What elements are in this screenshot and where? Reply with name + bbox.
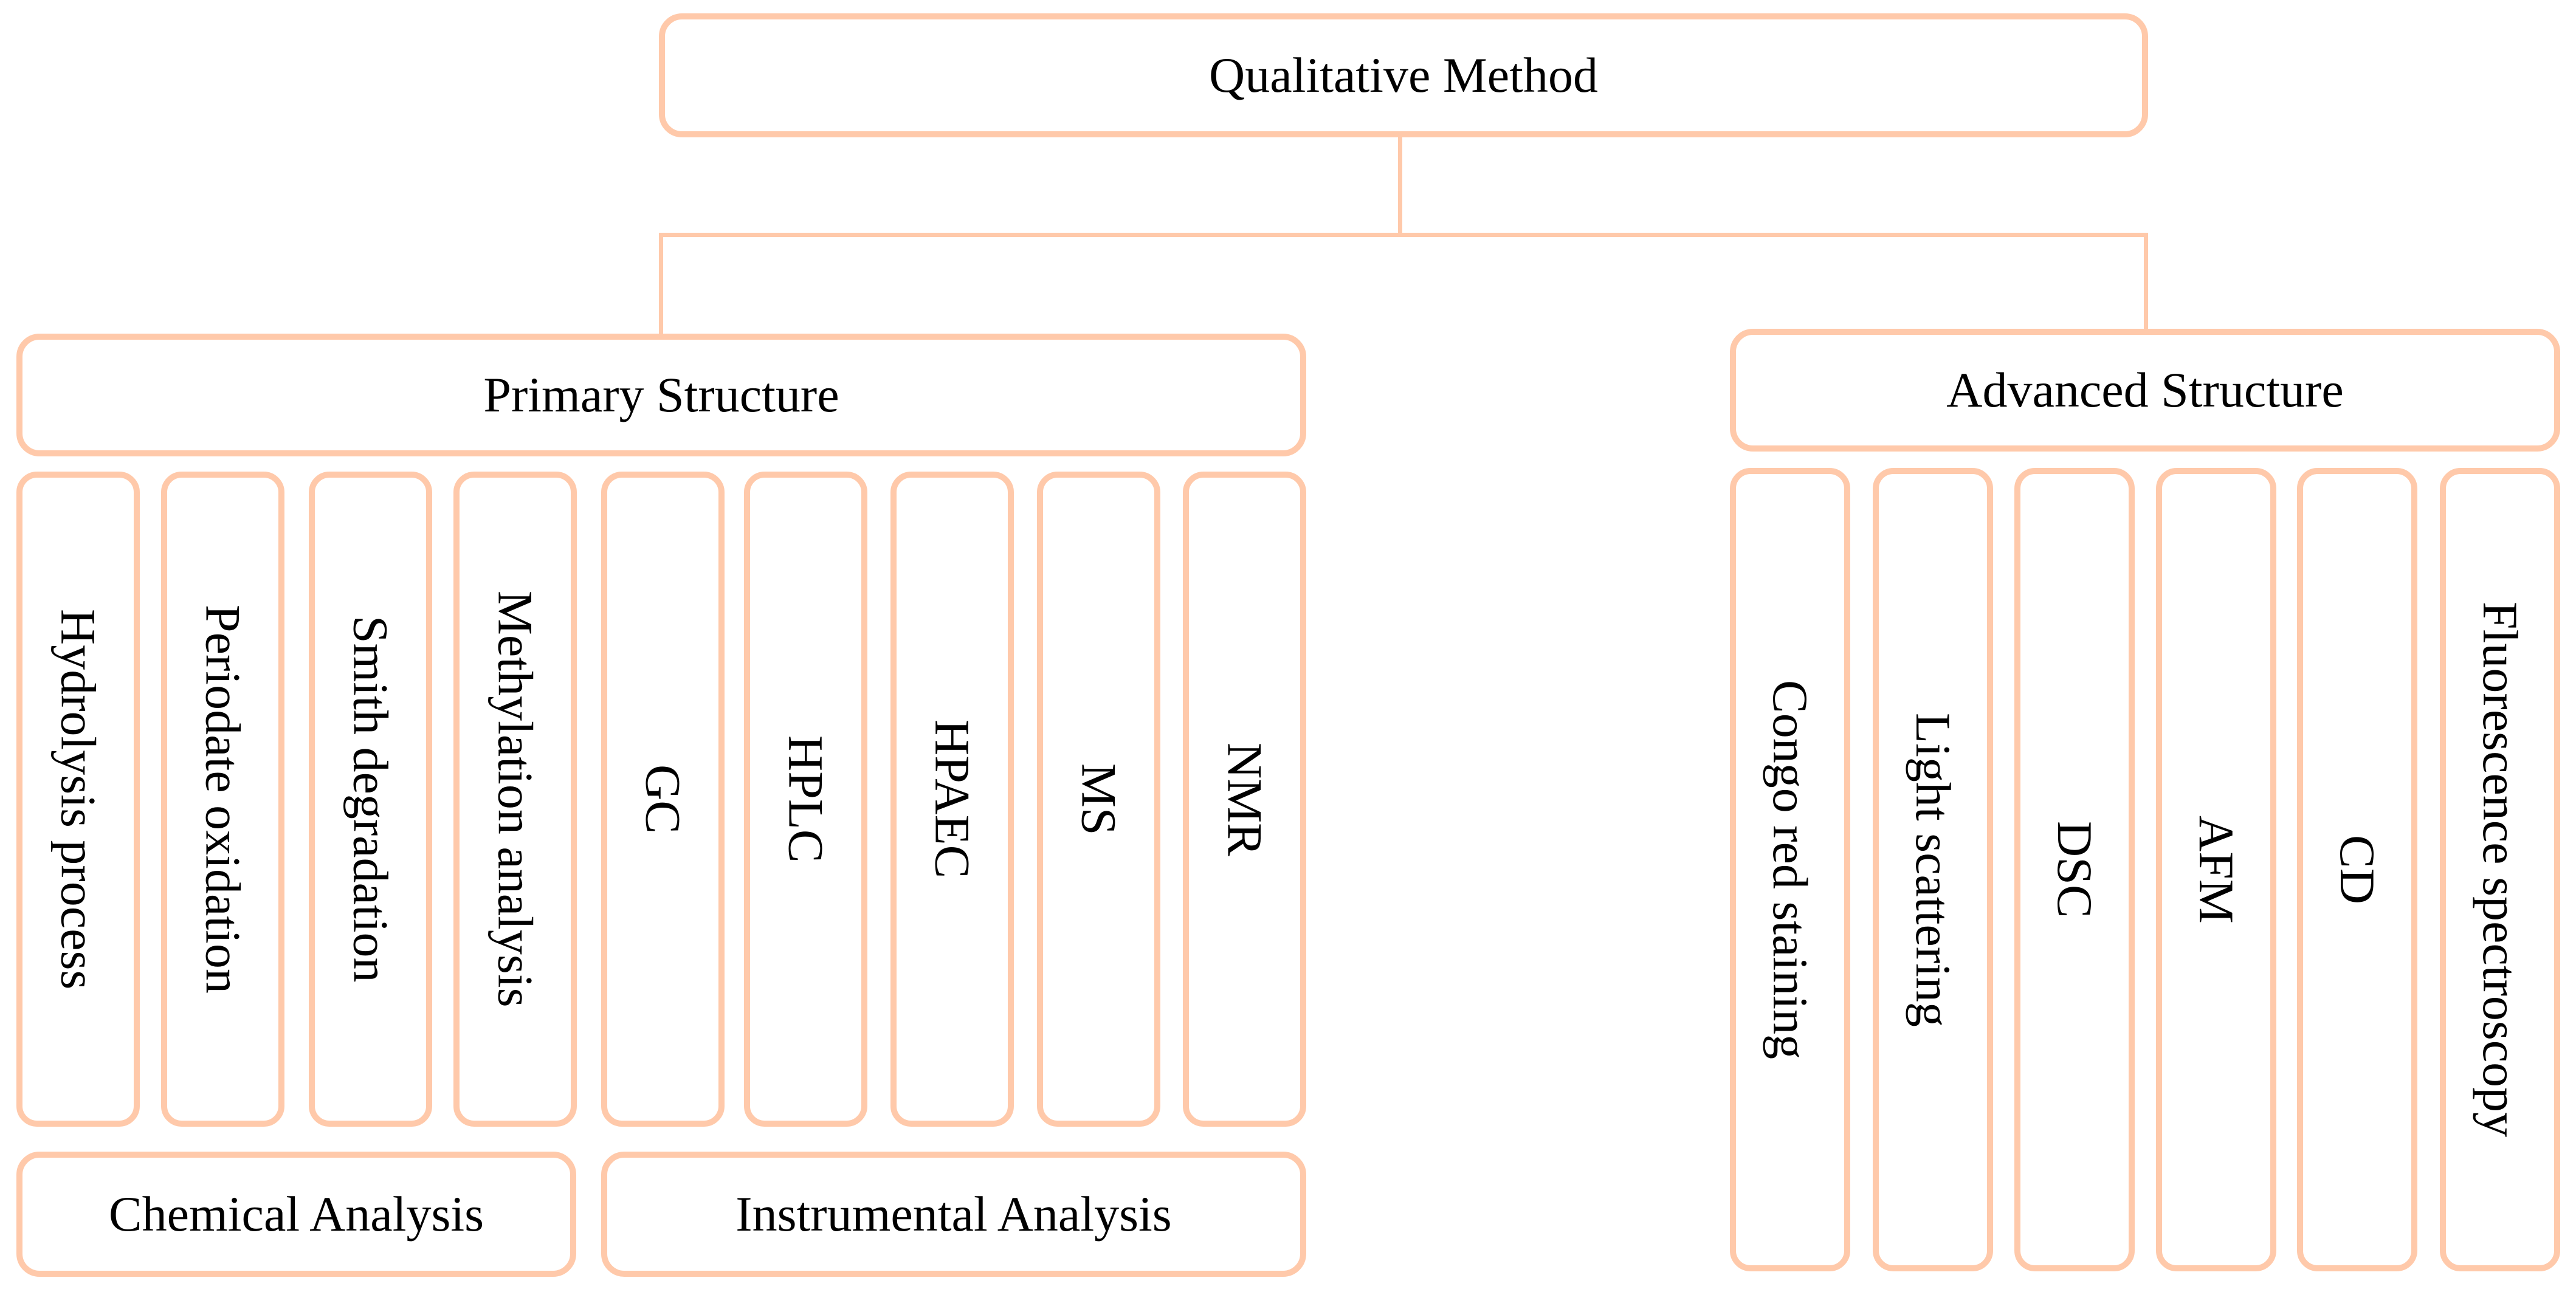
primary-structure-node: Primary Structure: [16, 334, 1306, 456]
method-node: Hydrolysis process: [16, 472, 140, 1127]
method-node: HPLC: [744, 472, 867, 1127]
connector-advanced: [2144, 233, 2148, 331]
method-node: DSC: [2014, 468, 2135, 1271]
connector-root-down: [1398, 136, 1402, 237]
root-label: Qualitative Method: [1209, 47, 1598, 103]
connector-primary: [659, 233, 663, 336]
method-node: Light scattering: [1873, 468, 1993, 1271]
instrumental-analysis-node: Instrumental Analysis: [601, 1152, 1306, 1277]
method-node: GC: [601, 472, 725, 1127]
method-node: Fluorescence spectroscopy: [2440, 468, 2560, 1271]
advanced-structure-node: Advanced Structure: [1730, 329, 2560, 452]
method-node: CD: [2297, 468, 2417, 1271]
method-node: Methylation analysis: [453, 472, 577, 1127]
method-label: Methylation analysis: [487, 591, 543, 1008]
method-label: AFM: [2189, 816, 2244, 924]
method-label: HPLC: [778, 735, 834, 863]
chemical-analysis-node: Chemical Analysis: [16, 1152, 576, 1277]
method-node: Congo red staining: [1730, 468, 1850, 1271]
method-label: CD: [2330, 835, 2385, 904]
method-label: MS: [1071, 763, 1127, 836]
method-label: Smith degradation: [343, 616, 399, 983]
method-label: Fluorescence spectroscopy: [2473, 602, 2528, 1138]
method-label: NMR: [1217, 742, 1273, 856]
method-node: MS: [1037, 472, 1160, 1127]
method-label: Periodate oxidation: [195, 605, 251, 994]
method-node: AFM: [2156, 468, 2276, 1271]
primary-label: Primary Structure: [483, 367, 839, 422]
instrumental-analysis-label: Instrumental Analysis: [735, 1186, 1172, 1242]
method-node: NMR: [1183, 472, 1306, 1127]
method-label: DSC: [2047, 821, 2102, 918]
method-label: Congo red staining: [1763, 679, 1818, 1060]
chemical-analysis-label: Chemical Analysis: [108, 1186, 484, 1242]
method-label: Light scattering: [1906, 712, 1961, 1027]
method-node: Smith degradation: [309, 472, 432, 1127]
method-label: GC: [635, 765, 691, 834]
method-label: Hydrolysis process: [50, 608, 106, 990]
method-node: Periodate oxidation: [161, 472, 284, 1127]
method-label: HPAEC: [925, 720, 980, 879]
method-node: HPAEC: [890, 472, 1014, 1127]
connector-horizontal: [659, 233, 2148, 237]
root-node: Qualitative Method: [659, 13, 2148, 137]
advanced-label: Advanced Structure: [1946, 362, 2344, 417]
